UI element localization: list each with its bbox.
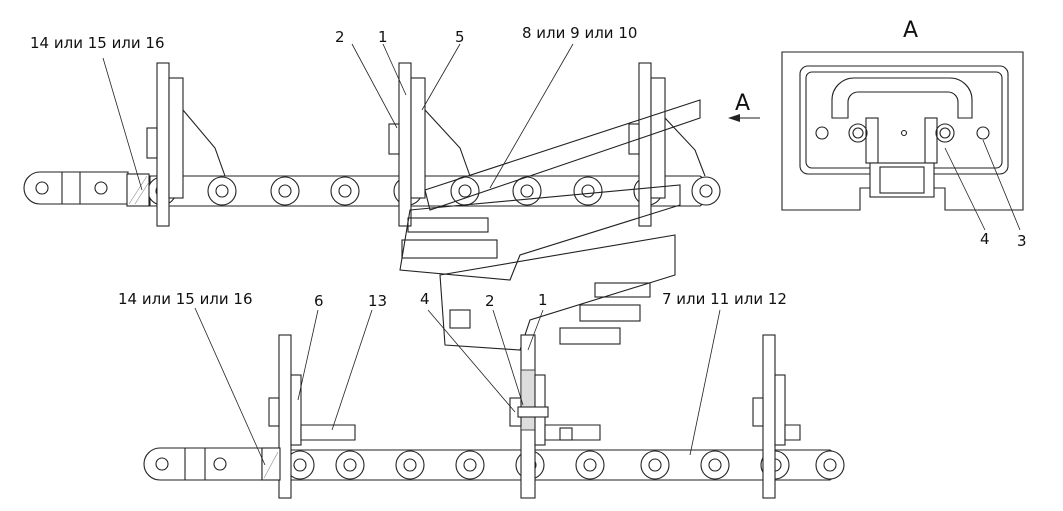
bottom-chain-body [289,449,839,481]
label-top-5: 5 [455,28,465,46]
label-view-4: 4 [980,230,990,248]
label-view-a-title: A [903,18,919,43]
view-a [781,51,1024,231]
label-bot-7-11-12: 7 или 11 или 12 [662,290,787,308]
label-top-1: 1 [378,28,388,46]
label-top-2: 2 [335,28,345,46]
bottom-end-link [143,447,263,481]
bottom-scraper-3 [752,334,801,499]
top-chain [23,62,721,227]
label-view-3: 3 [1017,232,1027,250]
section-arrow [728,114,760,122]
bottom-scraper-1 [268,334,356,499]
bottom-chain-rollers [285,450,845,480]
label-bot-14-15-16: 14 или 15 или 16 [118,290,253,308]
watermark-emblem [399,99,701,351]
label-bot-6: 6 [314,292,324,310]
top-scraper-1 [146,62,226,227]
label-bot-13: 13 [368,292,388,310]
label-bot-2: 2 [485,292,495,310]
leader-lines [102,43,721,466]
bottom-chain [143,334,845,499]
label-top-14-15-16: 14 или 15 или 16 [30,34,165,52]
top-scraper-3 [628,62,706,227]
label-section-arrow-a: A [735,91,751,116]
label-top-8-9-10: 8 или 9 или 10 [522,24,638,42]
top-scraper-2 [388,62,471,227]
label-bot-4: 4 [420,290,430,308]
top-end-link [23,171,129,205]
label-bot-1: 1 [538,291,548,309]
bottom-scraper-2 [509,334,601,499]
